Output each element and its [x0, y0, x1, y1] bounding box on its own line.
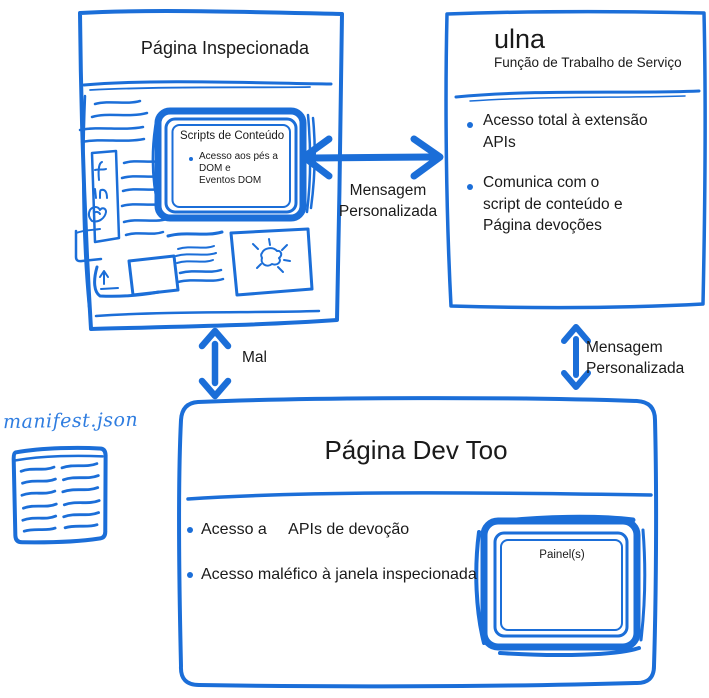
bullet-dot [467, 122, 473, 128]
devtools-page-title: Página Dev Too [324, 435, 508, 465]
browser-wireframe-sketch [74, 94, 321, 318]
left-double-arrow [198, 327, 232, 400]
content-scripts-bullet: Acesso aos pés a DOM e Eventos DOM [199, 151, 278, 186]
right-arrow-label: Mensagem Personalizada [586, 339, 685, 377]
manifest-document-icon [11, 445, 108, 545]
social-sidebar-sketch [87, 149, 121, 244]
service-worker-bullet-2: Comunica com o script de conteúdo e Pági… [483, 174, 623, 234]
top-arrow-label: Mensagem Personalizada [338, 182, 438, 220]
service-worker-subtitle: Função de Trabalho de Serviço [494, 55, 682, 70]
panels-stack-sketch [474, 514, 647, 658]
bullet-dot [187, 527, 193, 533]
left-arrow-label: Mal [242, 349, 267, 366]
panels-label: Painel(s) [539, 549, 585, 561]
right-double-arrow [561, 324, 591, 390]
image-placeholder-sketch [229, 227, 314, 297]
inspected-page-box-sketch [78, 9, 344, 331]
inspected-page-title: Página Inspecionada [140, 38, 310, 58]
devtools-page-box-sketch [177, 396, 659, 689]
content-scripts-title: Scripts de Conteúdo [180, 130, 285, 142]
bullet-dot [189, 157, 193, 161]
sun-doodle [252, 238, 291, 273]
bullet-dot [187, 572, 193, 578]
service-worker-bullet-1: Acesso total à extensão APIs [483, 112, 648, 151]
manifest-json-label: manifest.json [2, 408, 139, 434]
twitter-icon [87, 206, 107, 223]
devtools-bullet-1: Acesso a APIs de devoção [201, 521, 410, 538]
content-scripts-panel-sketch [151, 107, 316, 222]
facebook-icon [94, 161, 107, 181]
linkedin-icon [94, 188, 108, 199]
service-worker-box-sketch [444, 9, 707, 310]
service-worker-title: ulna [494, 24, 546, 54]
bullet-dot [467, 184, 473, 190]
devtools-bullet-2: Acesso maléfico à janela inspecionada [201, 566, 477, 583]
top-double-arrow [300, 135, 444, 180]
